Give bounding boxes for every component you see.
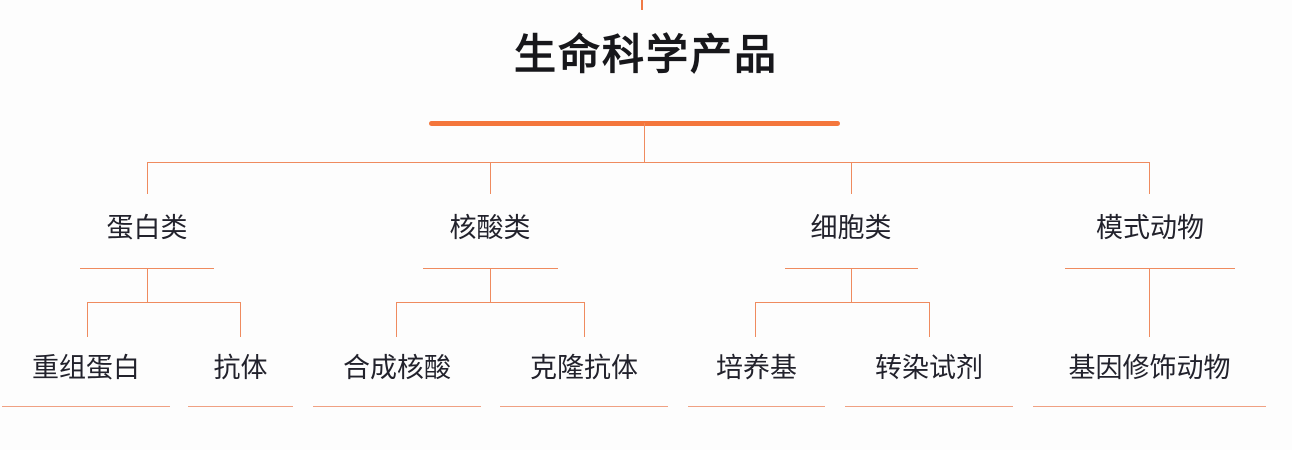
leaf-node-cloned-antibody[interactable]: 克隆抗体 bbox=[530, 353, 638, 383]
leaf-drop-transfection-reagent bbox=[929, 302, 930, 337]
root-node-underline bbox=[429, 121, 840, 126]
branch-underline-protein bbox=[80, 268, 214, 269]
branch-node-nucleic-acid[interactable]: 核酸类 bbox=[449, 213, 531, 243]
leaf-underline-gene-modified-animal bbox=[1033, 406, 1266, 407]
leaf-node-antibody[interactable]: 抗体 bbox=[213, 353, 268, 383]
leaf-node-gene-modified-animal[interactable]: 基因修饰动物 bbox=[1068, 353, 1231, 383]
branch-node-cell[interactable]: 细胞类 bbox=[810, 213, 892, 243]
branch-stem-protein bbox=[147, 269, 148, 303]
branch-node-model-animal[interactable]: 模式动物 bbox=[1096, 213, 1204, 243]
level2-drop-connector-2 bbox=[490, 162, 491, 194]
leaf-node-transfection-reagent[interactable]: 转染试剂 bbox=[875, 353, 983, 383]
level2-drop-connector-4 bbox=[1149, 162, 1150, 194]
leaf-node-recombinant-protein[interactable]: 重组蛋白 bbox=[32, 353, 140, 383]
branch-stem-model-animal bbox=[1149, 269, 1150, 337]
leaf-drop-recombinant-protein bbox=[87, 302, 88, 337]
level2-drop-connector-1 bbox=[147, 162, 148, 194]
root-node-label: 生命科学产品 bbox=[513, 31, 778, 78]
level2-drop-connector-3 bbox=[851, 162, 852, 194]
leaf-drop-cloned-antibody bbox=[584, 302, 585, 337]
branch-underline-cell bbox=[785, 268, 918, 269]
leaf-drop-antibody bbox=[240, 302, 241, 337]
leaf-underline-cloned-antibody bbox=[500, 406, 668, 407]
level2-bus-connector bbox=[147, 162, 1150, 163]
branch-underline-model-animal bbox=[1065, 268, 1235, 269]
leaf-node-culture-medium[interactable]: 培养基 bbox=[716, 353, 797, 383]
parent-connector-stub bbox=[641, 0, 643, 10]
branch-bus-cell bbox=[755, 302, 930, 303]
root-drop-connector bbox=[644, 123, 645, 163]
leaf-drop-culture-medium bbox=[755, 302, 756, 337]
leaf-underline-antibody bbox=[188, 406, 293, 407]
branch-stem-cell bbox=[851, 269, 852, 303]
leaf-underline-culture-medium bbox=[688, 406, 825, 407]
leaf-underline-recombinant-protein bbox=[2, 406, 170, 407]
leaf-underline-synthetic-nucleic-acid bbox=[313, 406, 481, 407]
leaf-drop-synthetic-nucleic-acid bbox=[396, 302, 397, 337]
branch-stem-nucleic-acid bbox=[490, 269, 491, 303]
branch-underline-nucleic-acid bbox=[423, 268, 558, 269]
leaf-node-synthetic-nucleic-acid[interactable]: 合成核酸 bbox=[343, 353, 451, 383]
branch-bus-nucleic-acid bbox=[396, 302, 585, 303]
branch-node-protein[interactable]: 蛋白类 bbox=[106, 213, 188, 243]
branch-bus-protein bbox=[87, 302, 241, 303]
leaf-underline-transfection-reagent bbox=[845, 406, 1013, 407]
